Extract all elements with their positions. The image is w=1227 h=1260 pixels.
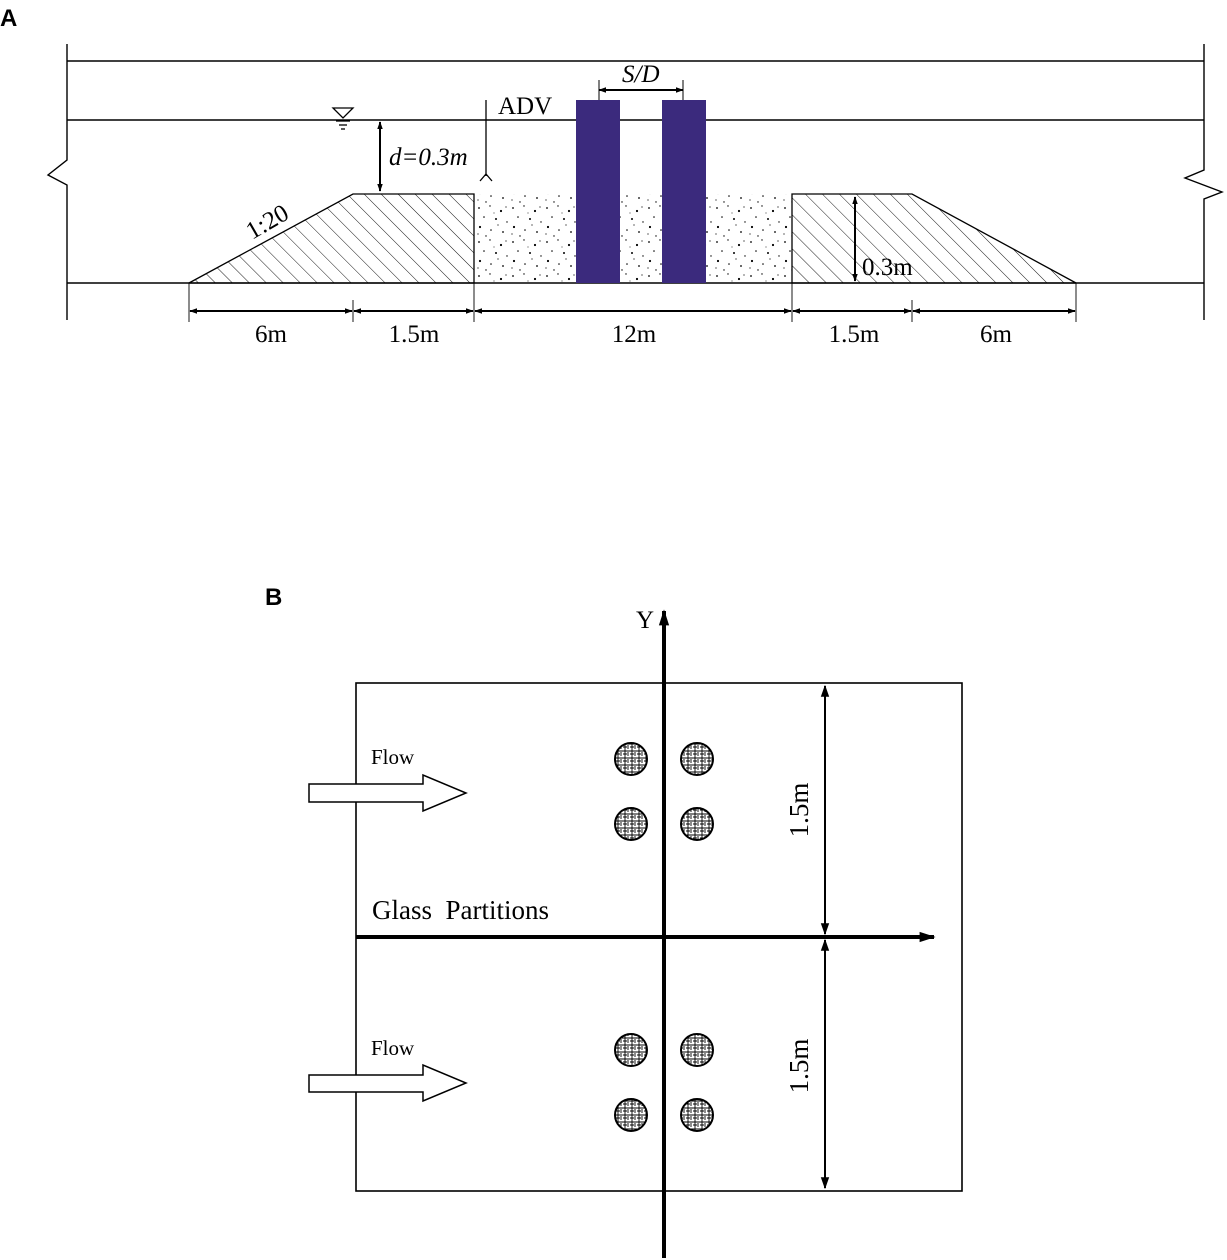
flow-arrow-upper: [308, 773, 468, 813]
upstream-ramp: [188, 193, 475, 284]
water-depth-label: d=0.3m: [389, 144, 468, 171]
pile: [680, 742, 714, 776]
downstream-ramp: [791, 193, 1077, 284]
length-label-5: 6m: [980, 321, 1013, 348]
adv-probe: [479, 100, 493, 182]
water-surface-symbol: [331, 107, 355, 130]
height-label: 0.3m: [862, 254, 913, 281]
flow-label-upper: Flow: [371, 745, 415, 769]
pile: [614, 1098, 648, 1132]
flow-arrow-lower: [308, 1063, 468, 1103]
length-label-4: 1.5m: [829, 321, 880, 348]
spacing-label: S/D: [622, 61, 660, 88]
adv-label: ADV: [498, 93, 552, 120]
width-label-upper: 1.5m: [784, 783, 814, 838]
panel-a-letter: A: [0, 5, 17, 32]
sand-bed: [474, 194, 792, 283]
pile: [614, 742, 648, 776]
panel-b-letter: B: [265, 584, 282, 611]
panel-b: B Y Glass Partitions Flow Flow 1.5m: [265, 584, 963, 1258]
panel-a: A d=0.3m ADV 1:20: [0, 5, 1224, 348]
flow-label-lower: Flow: [371, 1036, 415, 1060]
pile: [680, 1033, 714, 1067]
pile: [680, 807, 714, 841]
pile-group-upper: [614, 742, 714, 841]
y-axis-label: Y: [636, 607, 654, 634]
pile-group-lower: [614, 1033, 714, 1132]
dimension-ticks: [188, 283, 1077, 322]
length-label-3: 12m: [612, 321, 657, 348]
glass-partition-label: Glass Partitions: [372, 895, 549, 925]
width-label-lower: 1.5m: [784, 1039, 814, 1094]
pile: [680, 1098, 714, 1132]
pile: [614, 1033, 648, 1067]
pile: [614, 807, 648, 841]
pier-right: [662, 100, 706, 283]
length-label-1: 6m: [255, 321, 288, 348]
length-label-2: 1.5m: [389, 321, 440, 348]
pier-left: [576, 100, 620, 283]
